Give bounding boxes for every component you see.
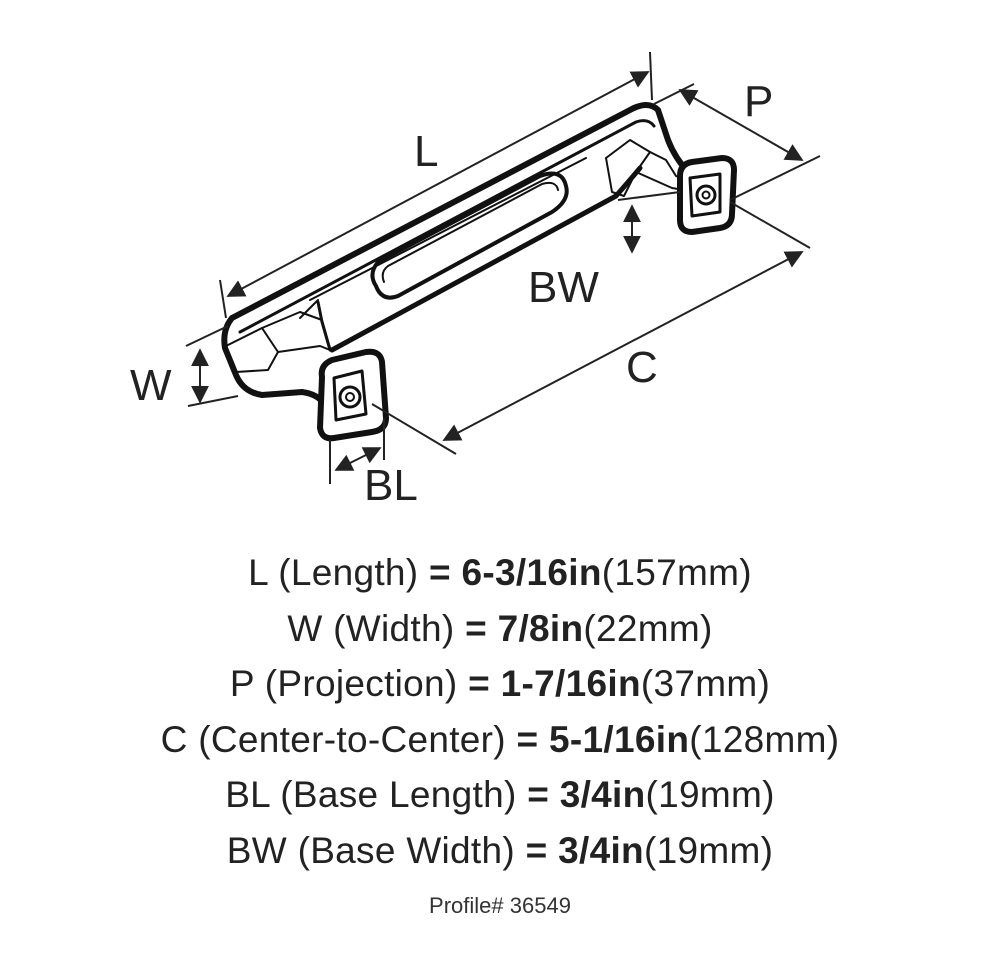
label-C: C [626, 343, 658, 392]
spec-eq: = [516, 718, 539, 760]
spec-key: BL [225, 774, 270, 815]
base-length-dimension-line [334, 447, 382, 471]
spec-value: 5-1/16in [549, 718, 690, 760]
spec-eq: = [525, 829, 548, 871]
dimension-specifications: L (Length) = 6-3/16in(157mm) W (Width) =… [0, 545, 1000, 878]
spec-key: BW [226, 829, 287, 871]
spec-value: 6-3/16in [461, 552, 602, 593]
spec-value: 3/4in [559, 774, 646, 815]
label-P: P [744, 77, 773, 126]
spec-name: (Length) [278, 552, 419, 593]
label-BL: BL [364, 461, 418, 510]
profile-number: Profile# 36549 [429, 893, 571, 918]
spec-base-width: BW (Base Width) = 3/4in(19mm) [0, 823, 1000, 879]
spec-metric: (19mm) [645, 774, 775, 815]
spec-key: L [248, 552, 268, 593]
spec-eq: = [429, 552, 451, 593]
spec-value: 7/8in [497, 607, 584, 649]
spec-eq: = [465, 607, 487, 649]
spec-value: 1-7/16in [500, 663, 641, 704]
spec-key: W [287, 607, 323, 649]
spec-name: (Base Width) [297, 829, 516, 871]
dimension-lines [185, 51, 821, 484]
spec-name: (Projection) [264, 663, 458, 704]
spec-name: (Base Length) [280, 774, 517, 815]
right-base-plate [677, 155, 737, 235]
spec-name: (Width) [333, 607, 455, 649]
spec-projection: P (Projection) = 1-7/16in(37mm) [0, 656, 1000, 712]
spec-name: (Center-to-Center) [198, 718, 506, 760]
spec-key: C [160, 718, 188, 760]
spec-metric: (157mm) [601, 552, 752, 593]
label-BW: BW [528, 263, 599, 312]
handle-dimension-diagram: L P W BW C BL [130, 51, 821, 510]
left-base-plate [317, 348, 389, 442]
spec-length: L (Length) = 6-3/16in(157mm) [0, 545, 1000, 601]
spec-base-length: BL (Base Length) = 3/4in(19mm) [0, 767, 1000, 823]
spec-value: 3/4in [558, 829, 644, 871]
spec-metric: (22mm) [583, 607, 713, 649]
label-W: W [130, 361, 172, 410]
spec-center-to-center: C (Center-to-Center) = 5-1/16in(128mm) [0, 712, 1000, 768]
length-dimension-line [226, 71, 650, 297]
spec-eq: = [527, 774, 550, 815]
label-L: L [414, 127, 438, 176]
projection-dimension-line [678, 89, 804, 161]
spec-width: W (Width) = 7/8in(22mm) [0, 601, 1000, 657]
spec-key: P [229, 663, 255, 704]
spec-metric: (37mm) [640, 663, 771, 704]
spec-eq: = [468, 663, 491, 704]
spec-metric: (19mm) [643, 829, 774, 871]
spec-metric: (128mm) [689, 718, 840, 760]
center-to-center-dimension-line [442, 251, 804, 441]
